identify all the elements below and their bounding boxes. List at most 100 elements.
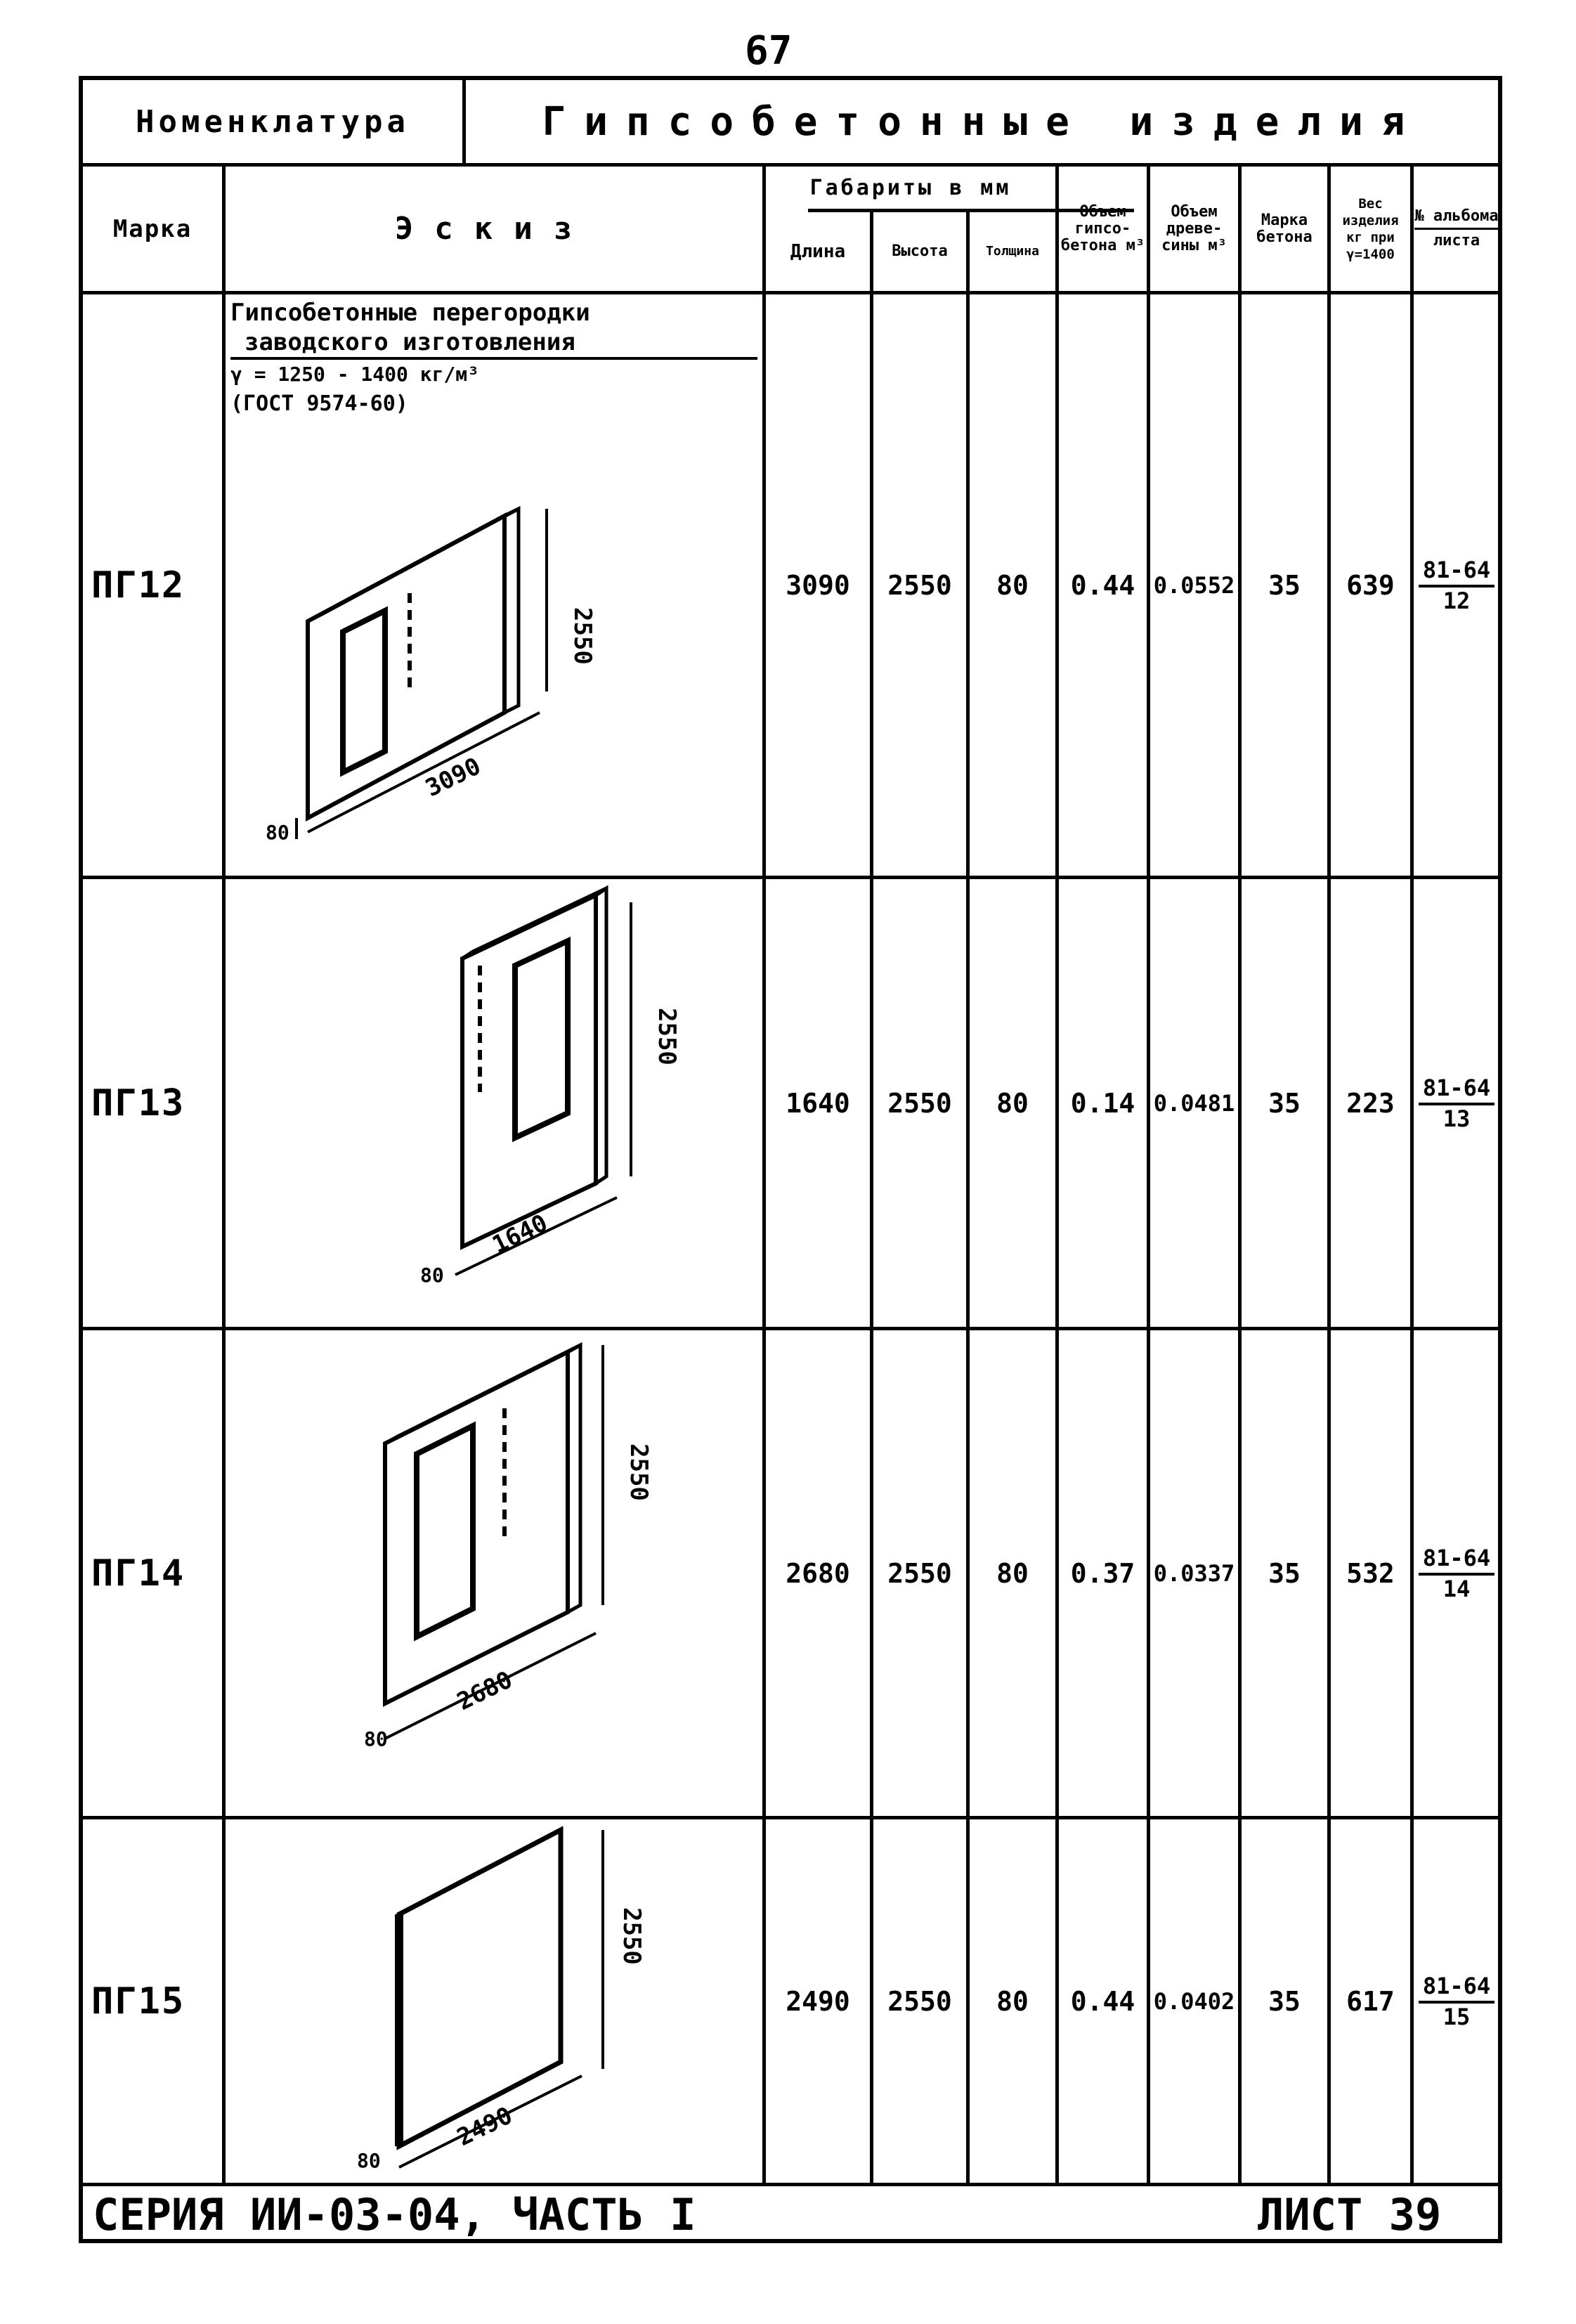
column-header-concrete-grade: Марка бетона: [1256, 211, 1313, 246]
cell-gypsum-volume: 0.37: [1070, 1557, 1135, 1589]
cell-concrete-grade: 35: [1268, 1087, 1301, 1119]
column-header-length: Длина: [790, 241, 846, 262]
grid-line: [462, 80, 466, 163]
cell-height: 2550: [887, 1087, 952, 1119]
cell-gypsum-volume: 0.14: [1070, 1087, 1135, 1119]
cell-height: 2550: [887, 1557, 952, 1589]
series-label: СЕРИЯ ИИ-03-04, ЧАСТЬ I: [93, 2189, 696, 2240]
dimension-thickness: 80: [266, 821, 289, 844]
cell-weight: 639: [1346, 569, 1395, 601]
dimension-width: 3090: [421, 752, 485, 803]
dimension-thickness: 80: [420, 1264, 444, 1287]
album-number: 81-64: [1418, 1973, 1495, 2004]
column-header-height: Высота: [892, 242, 948, 260]
cell-wood-volume: 0.0402: [1153, 1987, 1235, 2015]
cell-length: 1640: [786, 1087, 850, 1119]
grid-line: [966, 209, 970, 2183]
cell-concrete-grade: 35: [1268, 1557, 1301, 1589]
dimension-width: 1640: [488, 1209, 552, 1259]
drawing-sheet: Номенклатура Гипсобетонные изделия Марка…: [79, 76, 1502, 2243]
cell-gypsum-volume: 0.44: [1070, 569, 1135, 601]
grid-line: [1238, 163, 1242, 2183]
grid-line: [222, 163, 226, 2183]
album-number-label: № альбома: [1414, 208, 1499, 230]
cell-height: 2550: [887, 569, 952, 601]
dimension-thickness: 80: [364, 1727, 388, 1751]
sketch-note-line: заводского изготовления: [230, 327, 757, 360]
grid-line: [762, 163, 766, 2183]
grid-line: [870, 209, 873, 2183]
nomenclature-label: Номенклатура: [136, 103, 410, 140]
cell-height: 2550: [887, 1985, 952, 2017]
cell-thickness: 80: [996, 569, 1029, 601]
dimension-height: 2550: [618, 1907, 646, 1965]
album-number: 81-64: [1418, 1545, 1495, 1576]
cell-thickness: 80: [996, 1985, 1029, 2017]
grid-line: [1055, 163, 1059, 2183]
sketch-note-line: Гипсобетонные перегородки: [230, 299, 590, 327]
cell-wood-volume: 0.0552: [1153, 571, 1235, 599]
grid-line: [83, 163, 1499, 167]
grid-line: [808, 209, 1134, 212]
column-header-wood-volume: Объем древе-сины м³: [1161, 202, 1227, 254]
cell-weight: 223: [1346, 1087, 1395, 1119]
cell-weight: 532: [1346, 1557, 1395, 1589]
cell-weight: 617: [1346, 1985, 1395, 2017]
column-header-album: № альбома листа: [1414, 167, 1499, 291]
dimension-thickness: 80: [357, 2149, 381, 2172]
sheet-number: 14: [1443, 1575, 1471, 1602]
panel-sketch: 2490 2550 80: [357, 1826, 646, 2172]
cell-concrete-grade: 35: [1268, 1985, 1301, 2017]
row-mark: ПГ14: [91, 1552, 185, 1595]
cell-thickness: 80: [996, 1087, 1029, 1119]
cell-length: 3090: [786, 569, 850, 601]
panel-sketch: 2680 2550 80: [364, 1342, 653, 1751]
cell-concrete-grade: 35: [1268, 569, 1301, 601]
sheet-label: ЛИСТ 39: [1258, 2189, 1442, 2240]
panel-sketch: 1640 2550 80: [420, 885, 681, 1287]
grid-line: [1410, 163, 1414, 2183]
column-header-gypsum-volume: Объем гипсо-бетона м³: [1060, 202, 1145, 254]
dimension-width: 2680: [452, 1666, 516, 1716]
album-number: 81-64: [1418, 557, 1495, 588]
cell-thickness: 80: [996, 1557, 1029, 1589]
grid-line: [83, 1816, 1499, 1819]
grid-line: [83, 2183, 1499, 2186]
column-header-marka: Марка: [112, 214, 193, 243]
panel-sketch: 3090 2550 80: [266, 505, 597, 844]
dimension-height: 2550: [568, 607, 597, 665]
column-header-thickness: Толщина: [986, 244, 1039, 259]
column-header-sketch: Эскиз: [394, 211, 594, 247]
cell-wood-volume: 0.0481: [1153, 1089, 1235, 1117]
grid-line: [1327, 163, 1331, 2183]
sheet-number: 15: [1443, 2003, 1471, 2030]
row-mark: ПГ13: [91, 1082, 185, 1124]
sheet-label: листа: [1433, 232, 1480, 249]
sheet-number: 12: [1443, 587, 1471, 614]
page-number: 67: [745, 28, 793, 74]
row-mark: ПГ15: [91, 1980, 185, 2023]
grid-line: [83, 1327, 1499, 1330]
row-mark: ПГ12: [91, 564, 185, 606]
sketch-note: Гипсобетонные перегородки заводского изг…: [230, 298, 757, 419]
album-number: 81-64: [1418, 1075, 1495, 1105]
cell-length: 2490: [786, 1985, 850, 2017]
sheet-number: 13: [1443, 1105, 1471, 1132]
cell-gypsum-volume: 0.44: [1070, 1985, 1135, 2017]
cell-wood-volume: 0.0337: [1153, 1559, 1235, 1587]
dimension-height: 2550: [653, 1008, 681, 1065]
column-header-weight: Вес изделия кг при γ=1400: [1342, 195, 1399, 262]
cell-length: 2680: [786, 1557, 850, 1589]
sketch-note-line: γ = 1250 - 1400 кг/м³: [230, 363, 480, 386]
page-title: Гипсобетонные изделия: [542, 98, 1424, 145]
sketch-note-line: (ГОСТ 9574-60): [230, 391, 408, 416]
grid-line: [83, 876, 1499, 879]
dimension-width: 2490: [452, 2101, 516, 2152]
grid-line: [83, 291, 1499, 294]
dimension-height: 2550: [625, 1443, 653, 1501]
column-header-dimensions: Габариты в мм: [809, 175, 1012, 200]
